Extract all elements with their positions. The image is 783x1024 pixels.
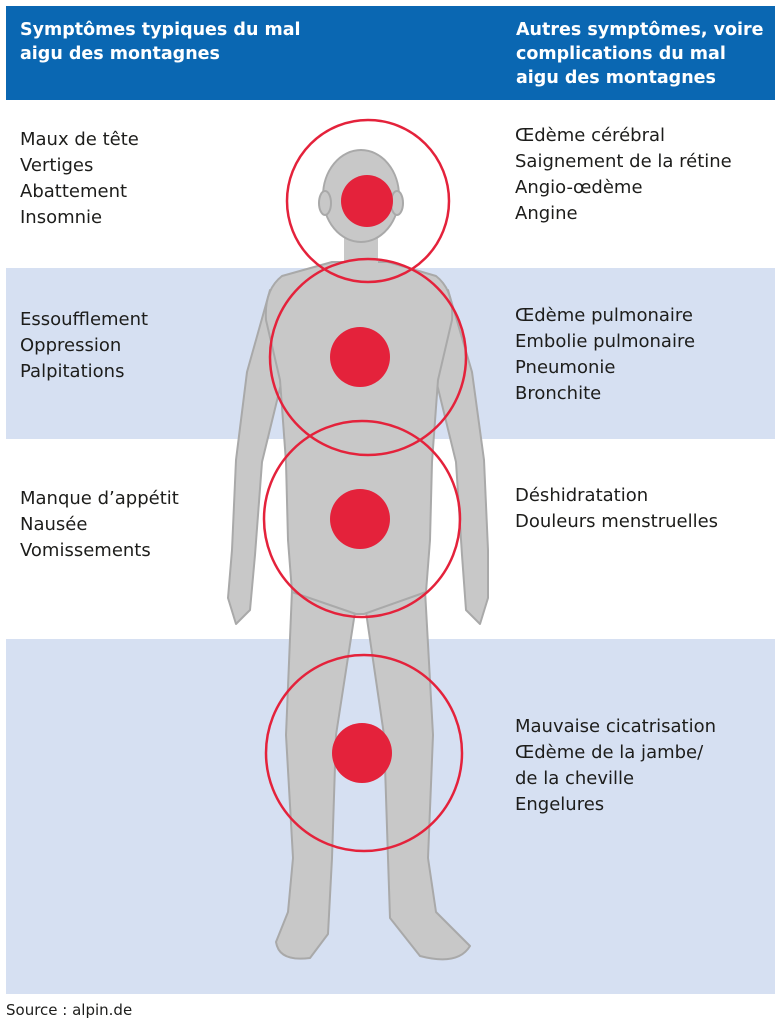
- list-item: Embolie pulmonaire: [515, 331, 696, 352]
- header-typical-title: Symptômes typiques du mal aigu des monta…: [20, 20, 301, 64]
- list-item: Vomissements: [20, 540, 151, 561]
- legs-region-ring: [264, 653, 464, 853]
- list-item: Œdème de la jambe/: [515, 742, 704, 763]
- list-item: Douleurs menstruelles: [515, 511, 719, 532]
- other-list-head: Œdème cérébral Saignement de la rétine A…: [515, 123, 732, 227]
- list-item: Mauvaise cicatrisation: [515, 716, 716, 737]
- body-silhouette: [227, 149, 489, 961]
- list-item: Abattement: [20, 181, 128, 202]
- list-item: Nausée: [20, 514, 88, 535]
- torso: [264, 261, 454, 615]
- list-item: Maux de tête: [20, 129, 139, 150]
- head-region-ring: [285, 118, 451, 284]
- list-item: Vertiges: [20, 155, 94, 176]
- region-markers: [262, 118, 468, 853]
- left-ear: [318, 190, 332, 216]
- list-item: Angine: [515, 203, 578, 224]
- head-region-dot: [341, 175, 393, 227]
- list-item: Insomnie: [20, 207, 103, 228]
- typical-list-abdomen: Manque d’appétit Nausée Vomissements: [20, 486, 179, 564]
- source-credit: Source : alpin.de: [6, 1001, 133, 1019]
- list-item: Saignement de la rétine: [515, 151, 732, 172]
- right-leg: [365, 589, 471, 961]
- list-item: Oppression: [20, 335, 122, 356]
- abdomen-region-dot: [330, 489, 390, 549]
- list-item: Essoufflement: [20, 309, 149, 330]
- list-item: Œdème pulmonaire: [515, 305, 693, 326]
- header-other-title: Autres symptômes, voire complications du…: [516, 20, 764, 88]
- list-item: Pneumonie: [515, 357, 616, 378]
- typical-list-head: Maux de tête Vertiges Abattement Insomni…: [20, 127, 139, 231]
- chest-region-dot: [330, 327, 390, 387]
- list-item: Bronchite: [515, 383, 602, 404]
- list-item: Palpitations: [20, 361, 125, 382]
- list-item: Engelures: [515, 794, 605, 815]
- list-item: Œdème cérébral: [515, 125, 665, 146]
- header-bar: Symptômes typiques du mal aigu des monta…: [6, 6, 775, 100]
- other-list-chest: Œdème pulmonaire Embolie pulmonaire Pneu…: [515, 303, 695, 407]
- list-item: Déshidratation: [515, 485, 649, 506]
- list-item: Angio-œdème: [515, 177, 643, 198]
- list-item: Manque d’appétit: [20, 488, 179, 509]
- legs-region-dot: [332, 723, 392, 783]
- typical-list-chest: Essoufflement Oppression Palpitations: [20, 307, 148, 385]
- abdomen-region-ring: [262, 419, 462, 619]
- list-item: de la cheville: [515, 768, 635, 789]
- chest-region-ring: [268, 257, 468, 457]
- other-list-legs: Mauvaise cicatrisation Œdème de la jambe…: [515, 714, 716, 818]
- other-list-abdomen: Déshidratation Douleurs menstruelles: [515, 483, 718, 535]
